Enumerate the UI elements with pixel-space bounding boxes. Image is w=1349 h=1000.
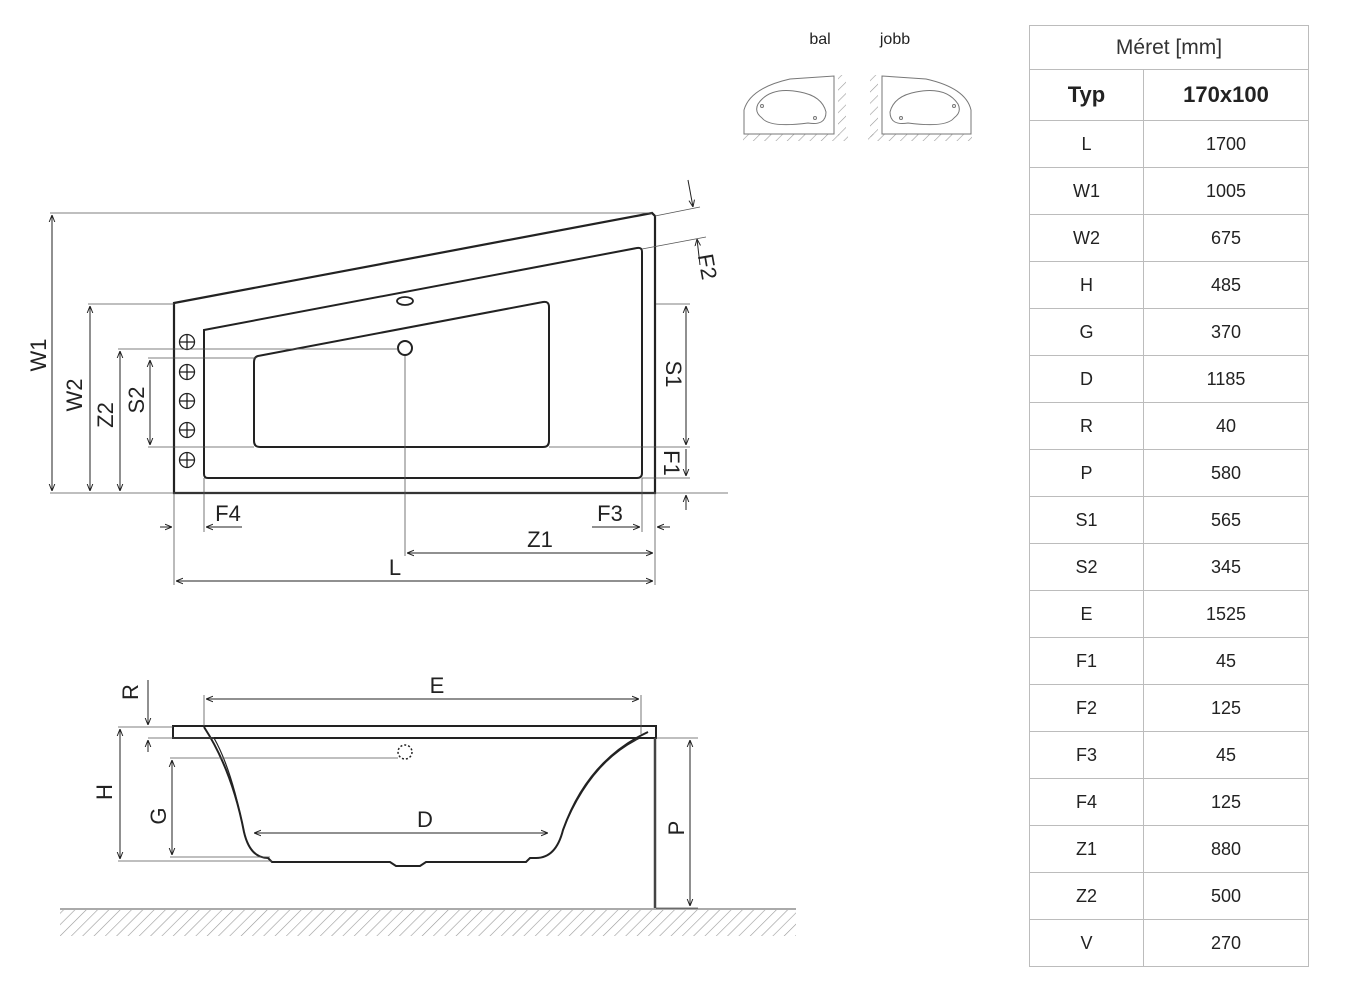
section-view: R E H G D P [60, 673, 796, 936]
table-cell-key: W2 [1029, 214, 1144, 262]
table-cell-value: 580 [1143, 449, 1309, 497]
label-z1: Z1 [527, 527, 553, 552]
section-rim [172, 725, 657, 739]
table-cell-key: V [1029, 919, 1144, 967]
label-s1: S1 [661, 361, 686, 388]
table-cell-value: 345 [1143, 543, 1309, 591]
table-cell-key: F4 [1029, 778, 1144, 826]
right-variant-icon [868, 75, 972, 141]
table-cell-value: 1005 [1143, 167, 1309, 215]
table-cell-value: 270 [1143, 919, 1309, 967]
label-e: E [430, 673, 445, 698]
label-h: H [92, 784, 117, 800]
dim-f2-line [687, 179, 693, 207]
table-cell-key: S1 [1029, 496, 1144, 544]
label-f2: F2 [693, 252, 722, 282]
table-cell-key: E [1029, 590, 1144, 638]
table-cell-value: 485 [1143, 261, 1309, 309]
label-w2: W2 [62, 379, 87, 412]
table-cell-key: F3 [1029, 731, 1144, 779]
table-cell-value: 125 [1143, 778, 1309, 826]
left-variant-icon [743, 75, 848, 141]
table-caption: Méret [mm] [1029, 25, 1309, 70]
table-cell-value: 125 [1143, 684, 1309, 732]
table-cell-key: G [1029, 308, 1144, 356]
label-f1: F1 [659, 450, 684, 476]
label-g: G [146, 807, 171, 824]
label-l: L [389, 555, 401, 580]
table-cell-key: W1 [1029, 167, 1144, 215]
variant-right-label: jobb [879, 31, 910, 48]
plan-inner-rim [203, 246, 643, 479]
label-d: D [417, 807, 433, 832]
table-cell-key: P [1029, 449, 1144, 497]
plan-basin-floor [253, 300, 550, 448]
table-cell-value: 370 [1143, 308, 1309, 356]
table-header-type: Typ [1029, 69, 1144, 121]
overflow-icon [396, 296, 414, 306]
table-cell-value: 500 [1143, 872, 1309, 920]
table-cell-key: S2 [1029, 543, 1144, 591]
section-drain-icon [397, 744, 413, 760]
plan-view: W1 W2 Z2 S2 S1 F1 F2 Z1 L F4 F3 [26, 179, 728, 585]
table-cell-key: F1 [1029, 637, 1144, 685]
table-cell-value: 45 [1143, 637, 1309, 685]
plan-outer-rim [172, 211, 657, 495]
table-header-size: 170x100 [1143, 69, 1309, 121]
table-cell-key: L [1029, 120, 1144, 168]
label-z2: Z2 [93, 402, 118, 428]
table-cell-key: Z1 [1029, 825, 1144, 873]
table-cell-value: 565 [1143, 496, 1309, 544]
table-cell-value: 1185 [1143, 355, 1309, 403]
table-cell-value: 1700 [1143, 120, 1309, 168]
table-cell-key: H [1029, 261, 1144, 309]
label-r: R [118, 684, 143, 700]
table-cell-key: D [1029, 355, 1144, 403]
section-body [203, 726, 649, 867]
drain-icon [397, 340, 413, 356]
label-f4: F4 [215, 501, 241, 526]
table-cell-key: R [1029, 402, 1144, 450]
table-cell-value: 1525 [1143, 590, 1309, 638]
variant-left-label: bal [809, 31, 830, 48]
label-f3: F3 [597, 501, 623, 526]
table-cell-value: 880 [1143, 825, 1309, 873]
label-p: P [664, 821, 689, 836]
table-cell-value: 45 [1143, 731, 1309, 779]
label-w1: W1 [26, 339, 51, 372]
floor-hatch [60, 910, 796, 936]
label-s2: S2 [124, 387, 149, 414]
table-cell-key: F2 [1029, 684, 1144, 732]
jet-icons [178, 333, 196, 469]
variant-icons: bal jobb [743, 31, 972, 141]
table-cell-value: 40 [1143, 402, 1309, 450]
table-cell-key: Z2 [1029, 872, 1144, 920]
table-cell-value: 675 [1143, 214, 1309, 262]
